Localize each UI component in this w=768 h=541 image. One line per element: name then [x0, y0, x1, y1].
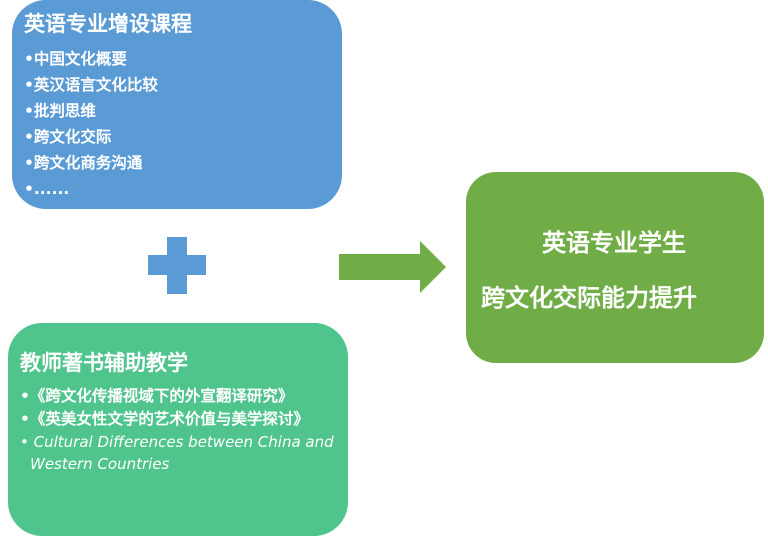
course-item: •......	[24, 180, 70, 198]
course-item: •批判思维	[24, 102, 96, 120]
books-title: 教师著书辅助教学	[20, 351, 188, 375]
result-line-1: 英语专业学生	[542, 229, 686, 257]
course-item: •中国文化概要	[24, 50, 127, 68]
arrow-right-icon	[339, 241, 446, 293]
course-item: •跨文化交际	[24, 128, 112, 146]
result-line-2: 跨文化交际能力提升	[481, 284, 697, 312]
result-box	[466, 172, 764, 363]
course-item: •英汉语言文化比较	[24, 76, 158, 94]
book-item: •《跨文化传播视域下的外宣翻译研究》	[20, 387, 294, 405]
course-item: •跨文化商务沟通	[24, 154, 143, 172]
courses-title: 英语专业增设课程	[24, 12, 192, 36]
book-item: • Cultural Differences between China and…	[20, 433, 334, 473]
books-box: 教师著书辅助教学 •《跨文化传播视域下的外宣翻译研究》 •《英美女性文学的艺术价…	[8, 323, 348, 536]
plus-icon-vertical	[167, 237, 187, 294]
book-item: •《英美女性文学的艺术价值与美学探讨》	[20, 410, 309, 428]
courses-box: 英语专业增设课程 •中国文化概要 •英汉语言文化比较 •批判思维 •跨文化交际 …	[12, 0, 342, 209]
